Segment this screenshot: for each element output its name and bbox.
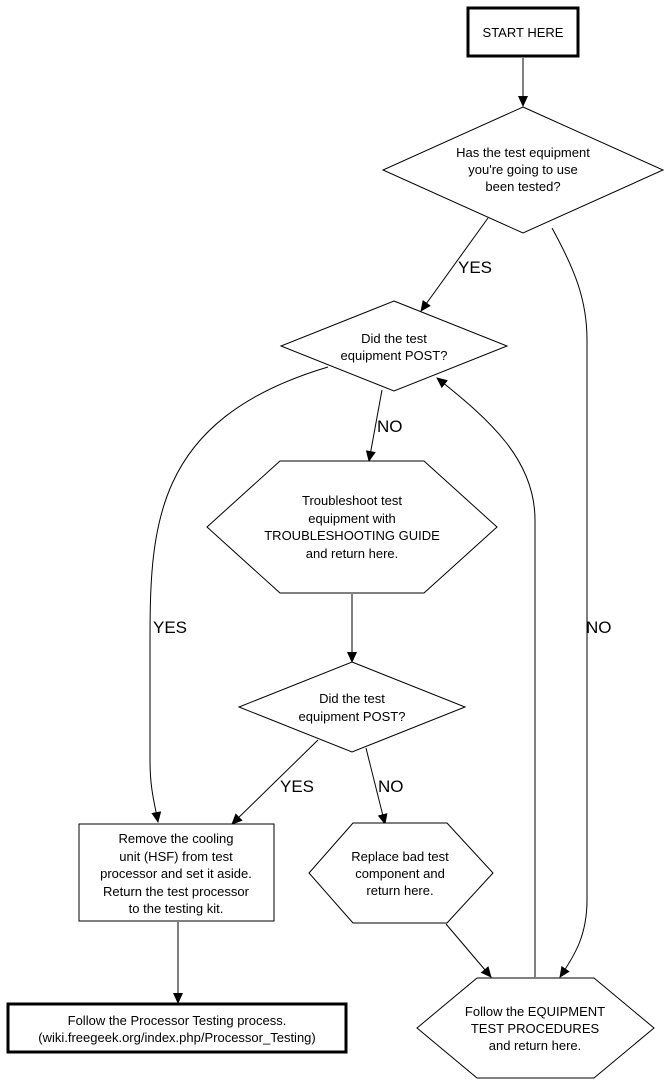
edge-label-post1-yes: YES <box>153 618 187 637</box>
node-start-label: START HERE <box>483 25 564 40</box>
node-equipment-tested-diamond <box>381 106 665 234</box>
node-remove-cooling-line-5: to the testing kit. <box>129 901 224 916</box>
node-equipment-procedures-line-2: TEST PROCEDURES <box>471 1021 600 1036</box>
node-post-check-2-line-2: equipment POST? <box>299 709 406 724</box>
node-processor-testing-line-1: Follow the Processor Testing process. <box>68 1013 287 1028</box>
node-troubleshoot-hexagon <box>206 460 498 594</box>
node-post-check-1-diamond <box>279 300 509 392</box>
edge-label-post2-no: NO <box>378 777 404 796</box>
node-remove-cooling-box <box>78 823 275 922</box>
node-start: START HERE <box>466 6 580 58</box>
node-replace-component: Replace bad test component and return he… <box>308 822 494 924</box>
node-remove-cooling-line-1: Remove the cooling <box>119 831 234 846</box>
node-processor-testing: Follow the Processor Testing process. (w… <box>6 1002 348 1054</box>
node-equipment-tested-line-1: Has the test equipment <box>456 145 590 160</box>
node-processor-testing-box <box>6 1002 348 1054</box>
edge-label-tested-yes: YES <box>458 258 492 277</box>
edges <box>149 58 588 1004</box>
node-processor-testing-line-2: (wiki.freegeek.org/index.php/Processor_T… <box>38 1030 315 1045</box>
node-troubleshoot-line-1: Troubleshoot test <box>302 493 402 508</box>
node-remove-cooling: Remove the cooling unit (HSF) from test … <box>78 823 275 922</box>
node-troubleshoot-line-3: TROUBLESHOOTING GUIDE <box>264 528 440 543</box>
edge-tested-yes <box>420 217 489 312</box>
edge-post1-yes <box>149 366 329 823</box>
node-equipment-procedures-line-1: Follow the EQUIPMENT <box>465 1004 605 1019</box>
node-equipment-procedures-hexagon <box>416 977 655 1079</box>
edge-label-post1-no: NO <box>377 417 403 436</box>
node-post-check-1-line-2: equipment POST? <box>341 348 448 363</box>
edge-tested-no <box>551 227 588 978</box>
node-troubleshoot-line-2: equipment with <box>308 511 395 526</box>
node-replace-component-hexagon <box>308 822 494 924</box>
node-replace-component-line-3: return here. <box>366 883 433 898</box>
node-troubleshoot-line-4: and return here. <box>306 546 399 561</box>
node-troubleshoot: Troubleshoot test equipment with TROUBLE… <box>206 460 498 594</box>
node-post-check-2: Did the test equipment POST? <box>237 661 467 753</box>
edge-post2-no <box>365 747 388 825</box>
node-post-check-2-diamond <box>237 661 467 753</box>
edge-label-post2-yes: YES <box>280 777 314 796</box>
node-equipment-procedures: Follow the EQUIPMENT TEST PROCEDURES and… <box>416 977 655 1079</box>
edge-post2-yes <box>231 739 319 825</box>
node-remove-cooling-line-3: processor and set it aside. <box>100 866 252 881</box>
edge-procedures-to-post1 <box>436 377 536 977</box>
node-remove-cooling-line-4: Return the test processor <box>103 884 250 899</box>
node-post-check-1-line-1: Did the test <box>361 331 427 346</box>
node-post-check-1: Did the test equipment POST? <box>279 300 509 392</box>
node-equipment-tested-line-3: been tested? <box>485 179 560 194</box>
edge-replace-to-procedures <box>445 923 492 978</box>
node-replace-component-line-2: component and <box>355 866 445 881</box>
node-equipment-tested-line-2: you're going to use <box>468 162 577 177</box>
edge-post1-no <box>365 389 383 462</box>
node-replace-component-line-1: Replace bad test <box>351 849 449 864</box>
node-equipment-procedures-line-3: and return here. <box>489 1038 582 1053</box>
node-equipment-tested: Has the test equipment you're going to u… <box>381 106 665 234</box>
node-remove-cooling-line-2: unit (HSF) from test <box>119 849 233 864</box>
node-start-box <box>466 6 580 58</box>
node-post-check-2-line-1: Did the test <box>319 691 385 706</box>
edge-labels: YES NO NO YES YES NO <box>153 258 612 796</box>
edge-label-tested-no: NO <box>586 618 612 637</box>
